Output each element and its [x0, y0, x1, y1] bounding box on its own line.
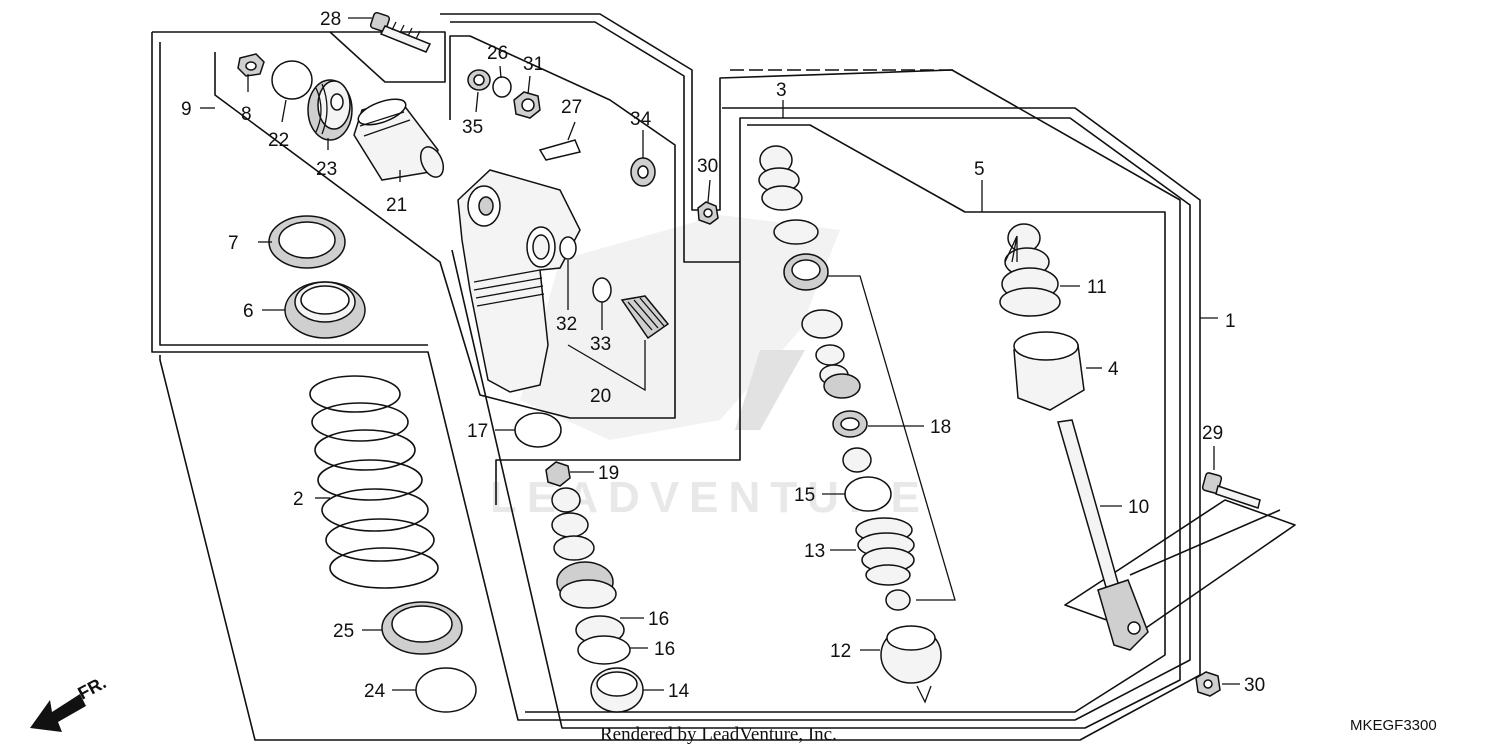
callout-14: 14	[668, 681, 690, 702]
ring-24[interactable]	[415, 667, 477, 713]
footer-credit: Rendered by LeadVenture, Inc.	[600, 724, 837, 745]
label-27[interactable]	[538, 139, 582, 161]
o-ring-26[interactable]	[492, 76, 512, 98]
callout-3: 3	[776, 80, 787, 101]
spacer-13b[interactable]	[885, 589, 911, 611]
callout-10: 10	[1128, 497, 1149, 518]
callout-13: 13	[804, 541, 825, 562]
callout-6: 6	[243, 301, 254, 322]
nut-8[interactable]	[237, 53, 265, 77]
callout-17: 17	[467, 421, 488, 442]
callout-35: 35	[462, 117, 483, 138]
callout-26: 26	[487, 43, 508, 64]
front-direction-indicator: FR.	[30, 672, 109, 732]
diagram-code: MKEGF3300	[1350, 717, 1437, 734]
callout-30b: 30	[1244, 675, 1265, 696]
nut-31[interactable]	[513, 91, 541, 119]
shaft-10[interactable]	[1057, 419, 1149, 651]
o-ring-32[interactable]	[559, 236, 577, 260]
bushing-14[interactable]	[590, 667, 644, 713]
leader-lines	[200, 17, 1240, 704]
callout-31: 31	[523, 54, 544, 75]
adjuster-nut-6[interactable]	[284, 281, 366, 339]
callout-9: 9	[181, 99, 192, 120]
ring-15[interactable]	[844, 476, 892, 512]
callout-27: 27	[561, 97, 582, 118]
adjuster-20[interactable]	[620, 295, 670, 340]
callout-2: 2	[293, 489, 304, 510]
callout-16b: 16	[654, 639, 675, 660]
callout-11: 11	[1087, 277, 1107, 298]
bolt-28[interactable]	[369, 11, 432, 53]
callout-25: 25	[333, 621, 354, 642]
callout-12: 12	[830, 641, 851, 662]
washer-18b[interactable]	[842, 447, 872, 473]
bump-stop-11[interactable]	[999, 223, 1061, 317]
nut-30-top[interactable]	[697, 201, 719, 225]
callout-32: 32	[556, 314, 577, 335]
valve-stack-lower[interactable]	[551, 487, 617, 609]
callout-23: 23	[316, 159, 337, 180]
nut-30-bottom[interactable]	[1195, 671, 1221, 697]
callout-21: 21	[386, 195, 407, 216]
callout-1: 1	[1225, 311, 1236, 332]
shim-16b[interactable]	[577, 635, 631, 665]
bump-rubber-13[interactable]	[855, 517, 915, 586]
callout-29: 29	[1202, 423, 1223, 444]
ring-17[interactable]	[514, 412, 562, 448]
snap-ring-22[interactable]	[271, 60, 313, 100]
spring-guide-4[interactable]	[1013, 331, 1085, 411]
bolt-29[interactable]	[1201, 472, 1261, 509]
callout-34: 34	[630, 109, 652, 130]
cap-12[interactable]	[880, 625, 942, 684]
callout-20: 20	[590, 386, 611, 407]
damper-body[interactable]	[457, 169, 581, 393]
nut-19[interactable]	[545, 461, 571, 487]
spring-2[interactable]	[309, 375, 439, 589]
callout-7: 7	[228, 233, 239, 254]
front-arrow-icon	[30, 694, 86, 732]
callout-24: 24	[364, 681, 386, 702]
callout-5: 5	[974, 159, 985, 180]
cap-23[interactable]	[307, 79, 353, 141]
callout-8: 8	[241, 104, 252, 125]
callout-30a: 30	[697, 156, 718, 177]
spring-seat-25[interactable]	[381, 601, 463, 655]
reservoir-21[interactable]	[353, 94, 448, 181]
lock-nut-7[interactable]	[268, 215, 346, 269]
callout-28: 28	[320, 9, 341, 30]
callout-4: 4	[1108, 359, 1119, 380]
callout-16a: 16	[648, 609, 669, 630]
callout-33: 33	[590, 334, 611, 355]
o-ring-33[interactable]	[592, 277, 612, 303]
callout-19: 19	[598, 463, 619, 484]
valve-stack-upper[interactable]	[758, 145, 861, 399]
seal-18[interactable]	[832, 410, 868, 438]
callout-22: 22	[268, 130, 289, 151]
callout-18: 18	[930, 417, 951, 438]
callout-15: 15	[794, 485, 815, 506]
callouts: 1 2 3 4 5 6 7 8 9 10 11 12 13 14 15 16 1…	[181, 9, 1265, 702]
